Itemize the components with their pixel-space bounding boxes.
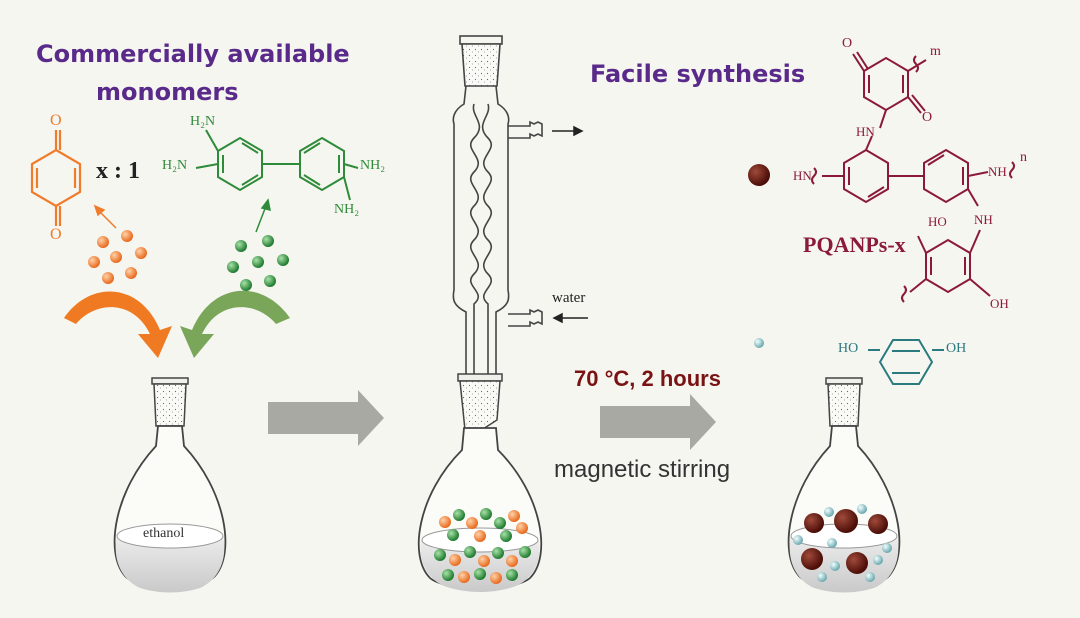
- reaction-mixture-particles: [434, 508, 531, 584]
- polymer-oh: OH: [990, 296, 1009, 311]
- product-label: PQANPs-x: [803, 232, 906, 257]
- hydroquinone-ho: HO: [838, 341, 859, 356]
- polymer-oxygen-top: O: [842, 36, 853, 51]
- particle-to-structure-arrows: [93, 204, 117, 229]
- ratio-label: x : 1: [96, 158, 140, 184]
- product-particles: [793, 504, 892, 582]
- facile-synthesis-title: Facile synthesis: [590, 60, 806, 88]
- process-arrow-2: [600, 394, 716, 450]
- ethanol-label: ethanol: [143, 526, 185, 541]
- process-arrow-1: [268, 390, 384, 446]
- commercial-title-line2: monomers: [96, 78, 239, 106]
- diaminobenzidine-structure: [195, 129, 359, 201]
- polymer-nh-right: NH: [988, 164, 1007, 179]
- polymer-particle-legend: [748, 164, 770, 186]
- dab-amine-top: H₂N: [190, 114, 216, 129]
- orange-curved-arrow: [64, 291, 172, 358]
- polymer-hn-1: HN: [856, 124, 875, 139]
- benzoquinone-structure: [30, 130, 82, 226]
- stirring-label: magnetic stirring: [554, 456, 731, 483]
- dab-amine-bottom: NH₂: [334, 202, 360, 217]
- reaction-conditions: 70 °C, 2 hours: [574, 366, 721, 391]
- condenser-flow-arrows: [552, 125, 588, 324]
- reaction-flask: [417, 373, 543, 592]
- green-monomer-particles: [227, 235, 289, 291]
- polymer-hn-2: HN: [793, 168, 812, 183]
- polymer-repeat-n: n: [1020, 150, 1027, 165]
- hydroquinone-particle-legend: [754, 338, 764, 348]
- orange-monomer-particles: [88, 230, 147, 284]
- green-curved-arrow: [180, 290, 290, 358]
- commercial-title-line1: Commercially available: [36, 40, 350, 68]
- water-label: water: [552, 290, 586, 306]
- polymer-repeat-m: m: [930, 44, 941, 59]
- hydroquinone-structure: [868, 339, 944, 385]
- polymer-structure: [811, 51, 1015, 303]
- reflux-condenser: [452, 35, 543, 374]
- ethanol-flask: [113, 377, 227, 593]
- polymer-oxygen-mid: O: [922, 110, 933, 125]
- polymer-ho: HO: [928, 214, 947, 229]
- polymer-nh-mid: NH: [974, 212, 993, 227]
- quinone-oxygen-bottom: O: [50, 226, 62, 243]
- green-small-arrow: [255, 198, 271, 233]
- hydroquinone-oh: OH: [946, 341, 967, 356]
- quinone-oxygen-top: O: [50, 112, 62, 129]
- dab-amine-right: NH₂: [360, 158, 386, 173]
- dab-amine-left: H₂N: [162, 158, 188, 173]
